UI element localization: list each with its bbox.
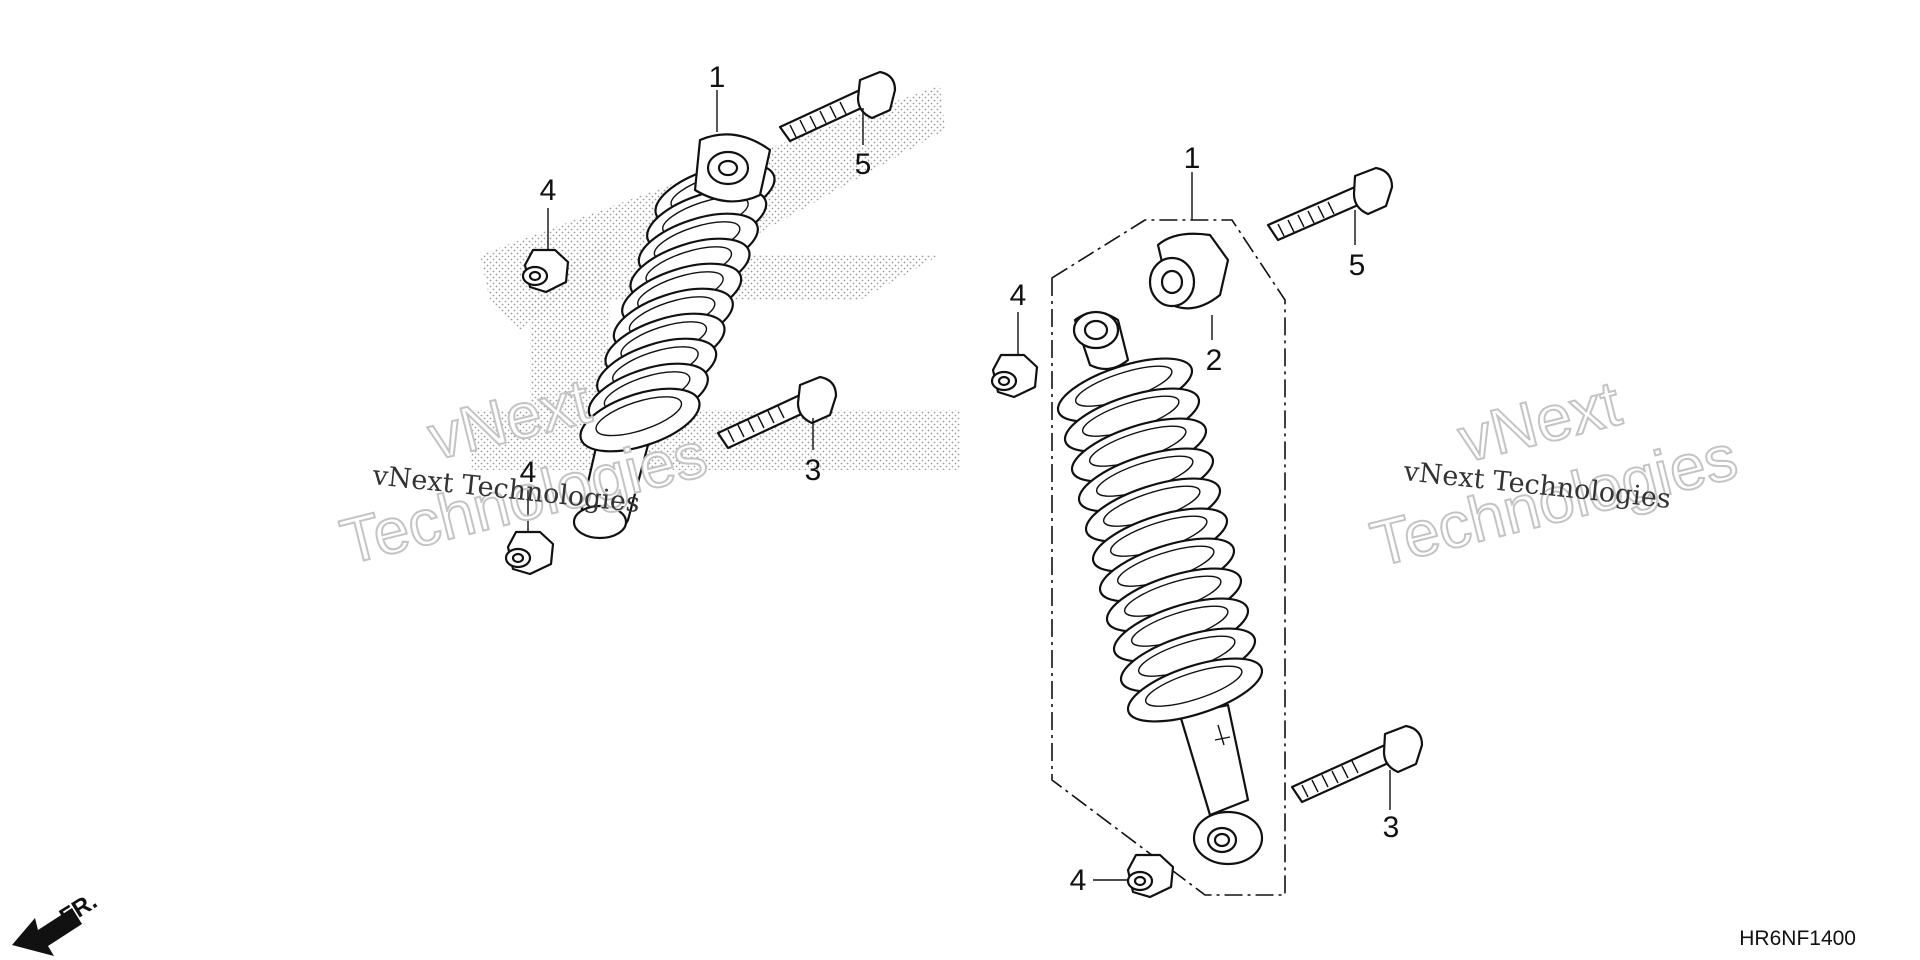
diagram-code: HR6NF1400 [1739, 927, 1856, 950]
right-upper-bolt [1266, 166, 1394, 242]
callout-3-right: 3 [1383, 811, 1400, 844]
right-shock-absorber [1056, 310, 1264, 866]
callout-5-right: 5 [1349, 249, 1366, 282]
left-shock-absorber [572, 133, 776, 540]
bushing [1148, 232, 1230, 310]
left-leader-lines [527, 90, 864, 532]
callout-5-left: 5 [855, 148, 872, 181]
right-upper-nut [990, 353, 1039, 399]
callout-4-left-lower: 4 [520, 456, 537, 489]
callout-1-left: 1 [709, 61, 726, 94]
assembly-group-frame [1051, 219, 1286, 896]
left-spring-coil-inner [595, 396, 683, 437]
left-upper-bolt [778, 70, 897, 143]
left-lower-bolt [716, 375, 838, 450]
callout-2-right: 2 [1206, 344, 1223, 377]
front-direction-arrow-icon [12, 908, 82, 956]
right-spring-coil-inner [1144, 665, 1243, 707]
callout-4-right-lower: 4 [1070, 864, 1087, 897]
left-lower-nut [504, 530, 555, 576]
callout-4-left-upper: 4 [540, 174, 557, 207]
callout-1-right: 1 [1184, 142, 1201, 175]
callout-labels: 1 5 4 4 3 1 5 4 2 3 4 [520, 61, 1400, 897]
right-lower-nut [1126, 853, 1175, 899]
callout-4-right-upper: 4 [1010, 279, 1027, 312]
callout-3-left: 3 [805, 454, 822, 487]
right-lower-bolt [1290, 724, 1424, 804]
left-upper-nut [521, 248, 570, 294]
right-leader-lines [1017, 172, 1391, 881]
